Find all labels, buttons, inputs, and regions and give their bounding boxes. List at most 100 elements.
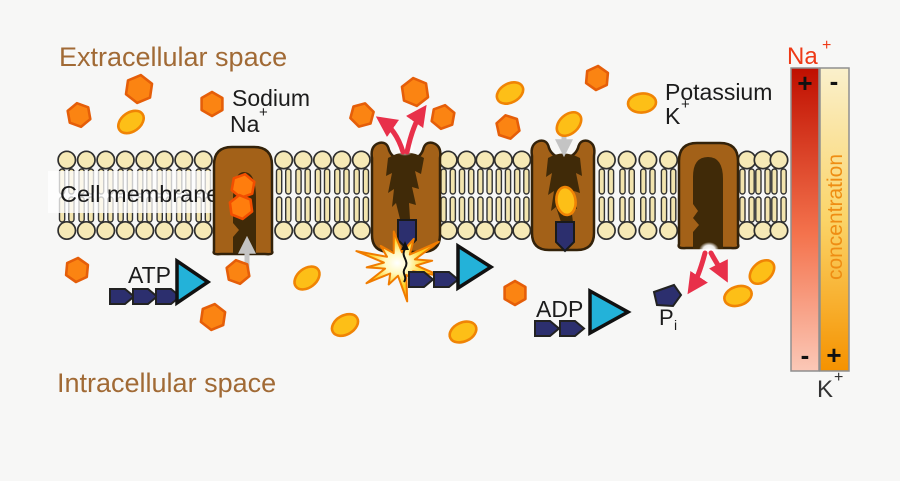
phosphate-arrow <box>559 320 586 337</box>
lipid <box>659 150 679 241</box>
potassium-legend: Potassium K + <box>665 79 772 129</box>
pump-cavity <box>386 152 424 224</box>
sodium-ion <box>124 73 154 105</box>
sodium-name: Sodium <box>232 85 310 111</box>
potassium-ion <box>748 258 776 286</box>
sodium-ion <box>64 256 90 284</box>
adp-group: ADP <box>534 288 632 337</box>
lipid <box>332 150 352 241</box>
potassium-in-arrows <box>687 250 728 295</box>
sodium-ion <box>225 258 251 286</box>
phosphate-group <box>555 221 575 253</box>
phosphate-arrow <box>109 288 136 305</box>
potassium-release-arrow-right <box>708 250 728 283</box>
potassium-ion <box>448 320 478 344</box>
cell-membrane-label: Cell membrane <box>60 181 219 207</box>
lipid <box>475 150 495 241</box>
na-bottom-sign: - <box>801 340 810 370</box>
sodium-ion <box>200 90 224 118</box>
sodium-out-arrow-right <box>404 104 427 155</box>
potassium-ion <box>723 284 753 308</box>
extracellular-label: Extracellular space <box>59 42 287 72</box>
sodium-charge: + <box>259 104 268 121</box>
potassium-ion <box>626 92 658 114</box>
phosphate-arrow <box>132 288 159 305</box>
atp-group: ATP <box>109 257 212 307</box>
potassium-ion <box>330 312 360 338</box>
sodium-ion <box>430 103 456 131</box>
cell-membrane-bilayer <box>57 150 789 241</box>
adp-label: ADP <box>536 296 583 322</box>
sodium-ion <box>349 102 375 128</box>
lipid <box>638 150 658 241</box>
lipid <box>769 150 789 241</box>
bar-na-charge: + <box>822 37 831 54</box>
pi-label: P <box>659 305 674 330</box>
adenosine-triangle <box>175 257 212 307</box>
potassium-symbol: K <box>665 103 681 129</box>
potassium-release-arrow-left <box>687 250 708 295</box>
k-gradient-column <box>819 67 850 372</box>
cell-membrane-label-group: Cell membrane <box>48 171 219 213</box>
sodium-ion <box>228 193 254 221</box>
lipid <box>457 150 477 241</box>
sodium-legend: Sodium Na + <box>230 85 310 137</box>
inorganic-phosphate-group: P i <box>652 283 683 333</box>
sodium-out-arrows <box>375 104 427 155</box>
potassium-ion <box>117 109 145 135</box>
sodium-ion <box>400 76 430 108</box>
adenosine-triangle <box>588 288 632 336</box>
pump-cavity <box>693 157 723 249</box>
lipid <box>274 150 294 241</box>
pump-potassium-release <box>677 141 740 250</box>
sodium-ion <box>584 64 610 92</box>
sodium-out-arrow-left <box>375 116 406 155</box>
na-gradient-column <box>790 67 820 372</box>
ions-layer <box>64 64 776 344</box>
adenosine-triangle <box>456 242 495 292</box>
potassium-charge: + <box>681 96 690 113</box>
k-bottom-sign: + <box>826 340 841 370</box>
adp-fragment-group <box>408 242 495 292</box>
sodium-ion <box>199 302 227 332</box>
label-band <box>48 171 214 213</box>
pump-sodium-release <box>370 141 442 254</box>
phosphate-shape <box>652 283 683 308</box>
lipid <box>493 150 513 241</box>
potassium-ion <box>555 185 577 217</box>
lipid <box>617 150 637 241</box>
pi-subscript: i <box>674 317 677 333</box>
na-top-sign: + <box>797 68 812 98</box>
intracellular-label: Intracellular space <box>57 368 276 398</box>
sodium-ion <box>495 114 521 140</box>
sodium-symbol: Na <box>230 111 260 137</box>
phosphate-arrow <box>408 271 435 288</box>
atp-label: ATP <box>128 262 171 288</box>
lipid <box>293 150 313 241</box>
phosphate-arrow <box>534 320 561 337</box>
potassium-name: Potassium <box>665 79 772 105</box>
lipid <box>596 150 616 241</box>
bar-na-label: Na <box>787 43 818 70</box>
lipid <box>312 150 333 241</box>
potassium-ion <box>555 110 583 138</box>
lipid <box>351 150 371 241</box>
concentration-label: concentration <box>824 154 847 280</box>
lipid <box>512 150 532 241</box>
bar-k-label: K <box>817 376 833 403</box>
potassium-ion <box>293 265 321 291</box>
potassium-ion <box>495 81 525 105</box>
lipid <box>753 150 773 241</box>
lipid <box>737 150 757 241</box>
sodium-ion <box>66 101 92 129</box>
starburst-shape <box>355 230 443 303</box>
sodium-ion <box>503 279 527 307</box>
sodium-ion <box>230 172 256 200</box>
bond-break-squiggle <box>401 241 409 283</box>
k-top-sign: - <box>830 66 839 96</box>
energy-starburst <box>355 230 443 303</box>
bar-k-charge: + <box>834 369 843 386</box>
